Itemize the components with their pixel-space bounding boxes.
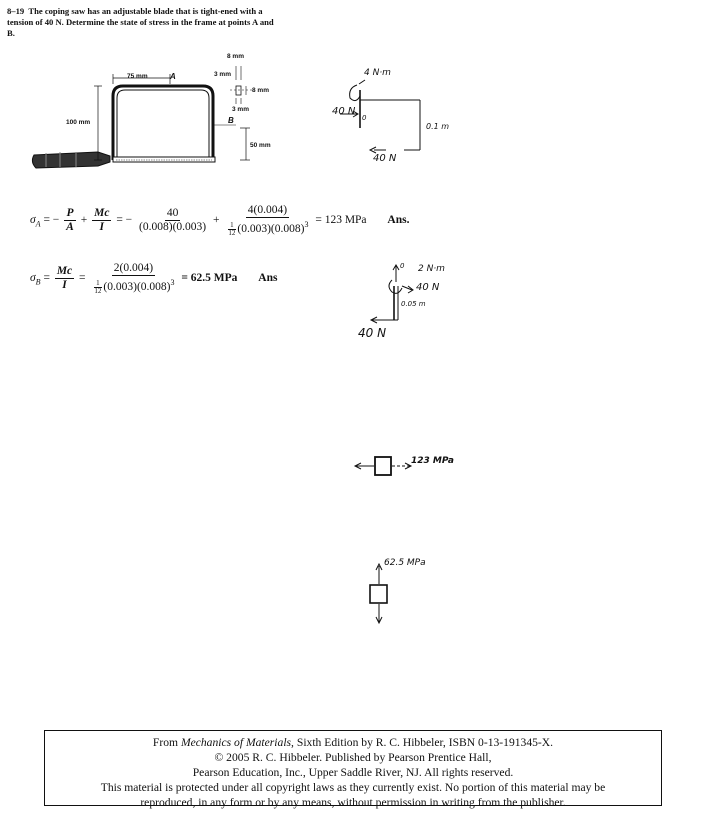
- problem-number: 8–19: [7, 6, 25, 16]
- result-b: = 62.5 MPa: [181, 271, 238, 284]
- sketch1-dist: 0.1 m: [426, 122, 450, 131]
- dim-100: 100 mm: [66, 119, 91, 126]
- problem-text: The coping saw has an adjustable blade t…: [7, 6, 274, 38]
- stress-b-label: 62.5 MPa: [384, 558, 426, 568]
- dim-3a: 3 mm: [214, 71, 231, 78]
- dim-8a: 8 mm: [227, 53, 244, 60]
- dim-8b: 8 mm: [252, 87, 269, 94]
- frac-numeric-1: 40(0.008)(0.003): [139, 206, 207, 233]
- dim-3b: 3 mm: [232, 106, 249, 113]
- footer-line-4: This material is protected under all cop…: [100, 781, 606, 794]
- dim-75: 75 mm: [127, 73, 148, 80]
- sketch2-force-bottom: 40 N: [358, 326, 387, 340]
- sketch2-moment: 2 N·m: [418, 264, 445, 274]
- saw-handle: [31, 151, 111, 169]
- footer-line-3: Pearson Education, Inc., Upper Saddle Ri…: [192, 766, 514, 779]
- problem-statement: 8–19 The coping saw has an adjustable bl…: [7, 6, 277, 39]
- sketch1-point: 0: [362, 114, 367, 122]
- footer-line-1: From Mechanics of Materials, Sixth Editi…: [152, 736, 554, 749]
- saw-frame: [111, 84, 215, 160]
- sketch2-dist: 0.05 m: [401, 300, 426, 308]
- sketch1-force-top: 40 N: [332, 106, 356, 117]
- ans-a: Ans.: [387, 213, 410, 226]
- sketch2-point: 0: [400, 262, 405, 270]
- footer-line-2: © 2005 R. C. Hibbeler. Published by Pear…: [214, 751, 492, 764]
- sketch1-moment: 4 N·m: [364, 68, 391, 78]
- footer-line-5: reproduced, in any form or by any means,…: [140, 796, 566, 809]
- label-b: B: [228, 116, 234, 125]
- ans-b: Ans: [258, 271, 278, 284]
- label-a: A: [170, 72, 176, 81]
- stress-a-label: 123 MPa: [411, 456, 454, 466]
- copyright-footer: From Mechanics of Materials, Sixth Editi…: [44, 730, 662, 809]
- result-a: = 123 MPa: [315, 213, 367, 226]
- saw-blade: [112, 156, 216, 163]
- sketch1-force-bottom: 40 N: [373, 153, 397, 164]
- dim-50: 50 mm: [250, 142, 271, 149]
- sketch2-force-top: 40 N: [416, 282, 440, 293]
